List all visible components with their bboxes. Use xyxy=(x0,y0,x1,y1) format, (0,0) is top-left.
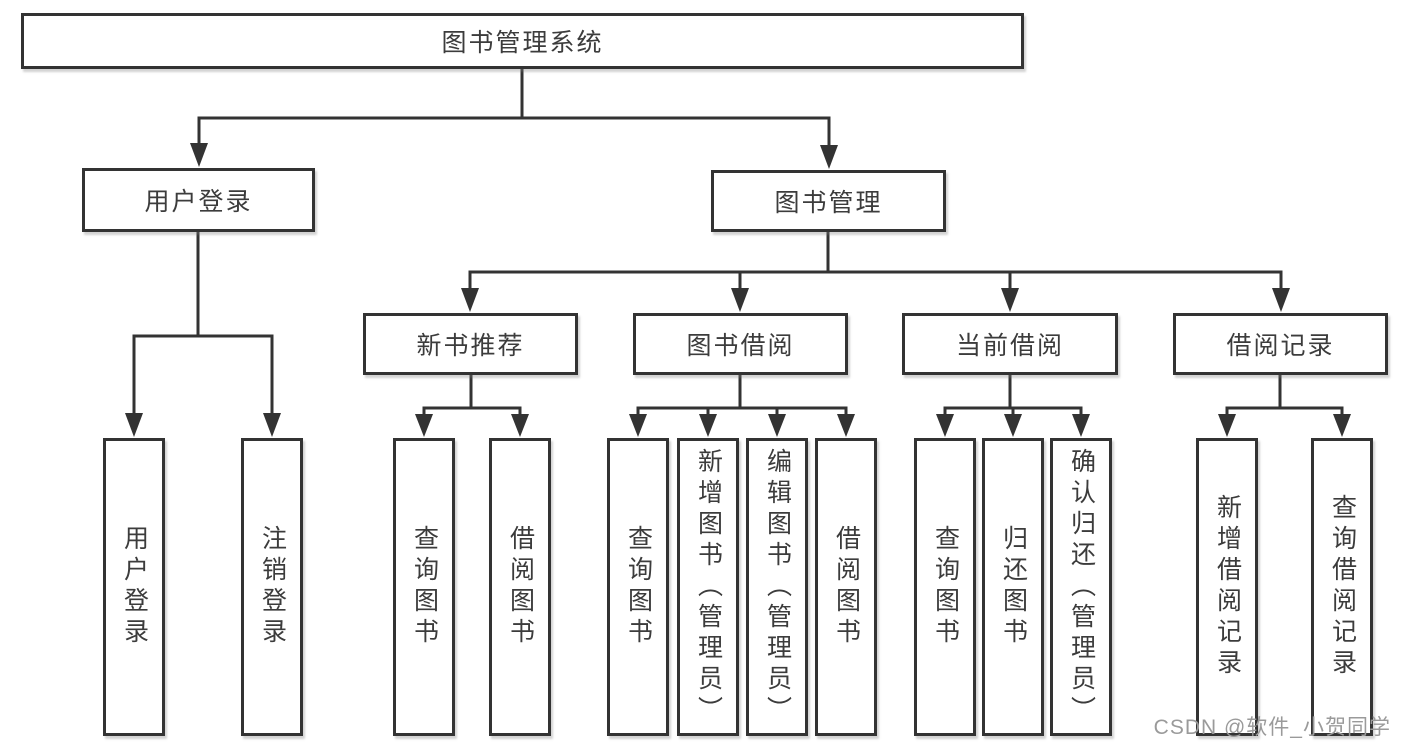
watermark: CSDN @软件_小贺同学 xyxy=(1153,716,1391,739)
node-borrow-records-label: 借阅记录 xyxy=(1226,332,1335,360)
node-book-management-label: 图书管理 xyxy=(774,189,883,217)
leaf-query-books-borrow-label: 查询图书 xyxy=(624,525,653,649)
node-book-borrow: 图书借阅 xyxy=(633,313,848,375)
node-book-management: 图书管理 xyxy=(711,170,946,232)
leaf-query-books-recommend-label: 查询图书 xyxy=(410,525,439,649)
node-user-login: 用户登录 xyxy=(82,168,315,232)
node-new-book-recommend-label: 新书推荐 xyxy=(416,332,525,360)
leaf-user-login-label: 用户登录 xyxy=(120,525,149,649)
leaf-query-books-recommend: 查询图书 xyxy=(393,438,455,736)
leaf-borrow-books-recommend-label: 借阅图书 xyxy=(506,525,535,649)
leaf-add-book-admin: 新增图书（管理员） xyxy=(677,438,739,736)
node-user-login-label: 用户登录 xyxy=(144,188,253,216)
leaf-logout-label: 注销登录 xyxy=(258,525,287,649)
leaf-borrow-books-label: 借阅图书 xyxy=(832,525,861,649)
leaf-borrow-books-recommend: 借阅图书 xyxy=(489,438,551,736)
leaf-edit-book-admin-label: 编辑图书（管理员） xyxy=(763,447,792,727)
leaf-user-login: 用户登录 xyxy=(103,438,165,736)
leaf-return-book: 归还图书 xyxy=(982,438,1044,736)
node-current-borrow: 当前借阅 xyxy=(902,313,1118,375)
leaf-logout: 注销登录 xyxy=(241,438,303,736)
leaf-query-books-current-label: 查询图书 xyxy=(931,525,960,649)
node-book-borrow-label: 图书借阅 xyxy=(686,332,795,360)
leaf-edit-book-admin: 编辑图书（管理员） xyxy=(746,438,808,736)
leaf-add-borrow-record-label: 新增借阅记录 xyxy=(1213,494,1242,680)
arrowhead-icons xyxy=(125,143,1351,437)
node-current-borrow-label: 当前借阅 xyxy=(955,332,1064,360)
leaf-borrow-books: 借阅图书 xyxy=(815,438,877,736)
node-borrow-records: 借阅记录 xyxy=(1173,313,1388,375)
leaf-query-borrow-record-label: 查询借阅记录 xyxy=(1328,494,1357,680)
leaf-query-borrow-record: 查询借阅记录 xyxy=(1311,438,1373,736)
leaf-confirm-return-admin-label: 确认归还（管理员） xyxy=(1067,447,1096,727)
leaf-query-books-current: 查询图书 xyxy=(914,438,976,736)
leaf-confirm-return-admin: 确认归还（管理员） xyxy=(1050,438,1112,736)
leaf-query-books-borrow: 查询图书 xyxy=(607,438,669,736)
leaf-return-book-label: 归还图书 xyxy=(999,525,1028,649)
node-root-label: 图书管理系统 xyxy=(441,29,604,57)
node-new-book-recommend: 新书推荐 xyxy=(363,313,578,375)
leaf-add-book-admin-label: 新增图书（管理员） xyxy=(694,447,723,727)
node-root-system: 图书管理系统 xyxy=(21,13,1024,69)
leaf-add-borrow-record: 新增借阅记录 xyxy=(1196,438,1258,736)
